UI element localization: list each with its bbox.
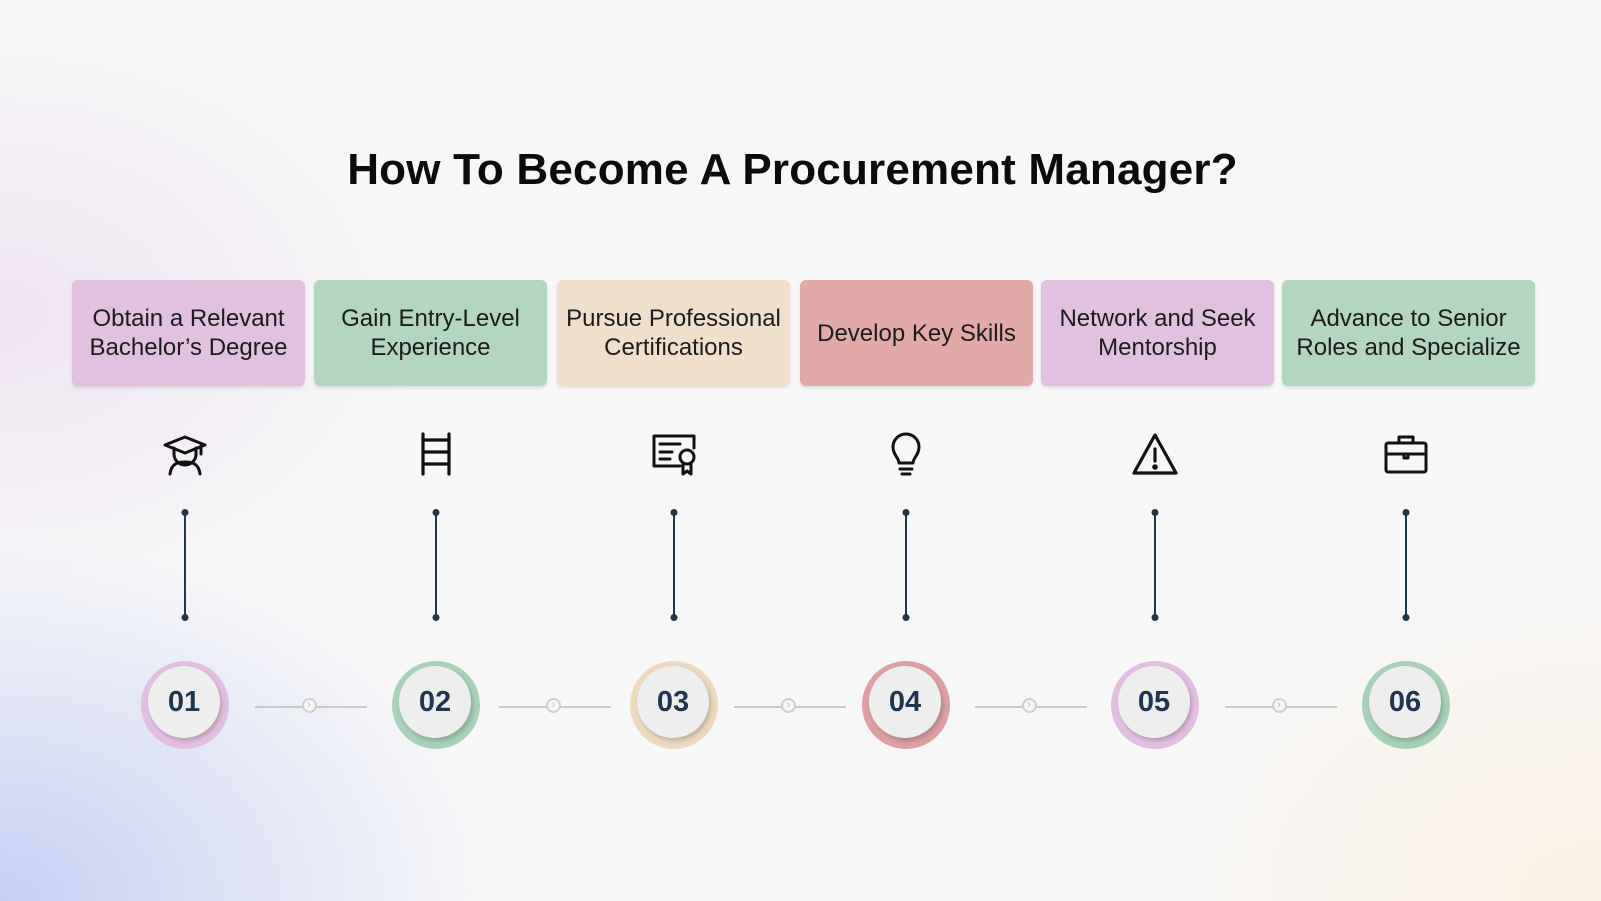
step-4-label: Develop Key Skills: [817, 319, 1016, 347]
certificate-icon: [650, 430, 698, 478]
step-2-line-bottom-dot: [432, 614, 440, 621]
step-4-number-badge: 04: [862, 661, 950, 749]
chevron-right-icon: ›: [1021, 698, 1037, 713]
step-4-line-bottom-dot: [902, 614, 910, 621]
step-5-number-badge: 05: [1111, 661, 1199, 749]
step-3-label-box: Pursue Professional Certifications: [557, 280, 790, 386]
step-5-line-top-dot: [1151, 509, 1159, 516]
chevron-right-icon: ›: [301, 698, 317, 713]
step-5-line-bottom-dot: [1151, 614, 1159, 621]
step-5-label: Network and Seek Mentorship: [1059, 305, 1256, 361]
page-title: How To Become A Procurement Manager?: [347, 145, 1238, 194]
step-6-connector-line: [1405, 510, 1407, 618]
step-2-label: Gain Entry-Level Experience: [341, 305, 520, 361]
step-2-connector-line: [435, 510, 437, 618]
ladder-icon: [412, 430, 460, 478]
briefcase-icon: [1382, 430, 1430, 478]
warning-icon: [1131, 430, 1179, 478]
step-1-number: 01: [148, 666, 220, 738]
step-2-to-3-connector: ›: [499, 698, 611, 713]
graduate-icon: [161, 430, 209, 478]
step-3-line-bottom-dot: [670, 614, 678, 621]
step-1-to-2-connector: ›: [254, 698, 367, 713]
step-3-label: Pursue Professional Certifications: [566, 305, 781, 361]
step-4-connector-line: [905, 510, 907, 618]
step-1-number-badge: 01: [141, 661, 229, 749]
step-1-label-box: Obtain a Relevant Bachelor’s Degree: [72, 280, 305, 386]
step-1-line-top-dot: [181, 509, 189, 516]
chevron-right-icon: ›: [1271, 698, 1287, 713]
step-6-label-box: Advance to Senior Roles and Specialize: [1282, 280, 1535, 386]
step-3-number: 03: [637, 666, 709, 738]
step-2-line-top-dot: [432, 509, 440, 516]
step-3-connector-line: [673, 510, 675, 618]
step-3-to-4-connector: ›: [734, 698, 846, 713]
chevron-right-icon: ›: [781, 698, 796, 713]
step-4-line-top-dot: [902, 509, 910, 516]
step-3-line-top-dot: [670, 509, 678, 516]
step-5-to-6-connector: ›: [1224, 698, 1337, 713]
step-2-number: 02: [399, 666, 471, 738]
step-6-label: Advance to Senior Roles and Specialize: [1296, 305, 1521, 361]
chevron-right-icon: ›: [546, 698, 561, 713]
step-6-number-badge: 06: [1362, 661, 1450, 749]
step-4-to-5-connector: ›: [974, 698, 1087, 713]
step-5-connector-line: [1154, 510, 1156, 618]
step-5-label-box: Network and Seek Mentorship: [1041, 280, 1274, 386]
step-6-number: 06: [1369, 666, 1441, 738]
step-1-connector-line: [184, 510, 186, 618]
step-6-line-bottom-dot: [1402, 614, 1410, 621]
step-3-number-badge: 03: [630, 661, 718, 749]
lightbulb-icon: [882, 430, 930, 478]
step-4-number: 04: [869, 666, 941, 738]
step-5-number: 05: [1118, 666, 1190, 738]
step-2-number-badge: 02: [392, 661, 480, 749]
step-1-line-bottom-dot: [181, 614, 189, 621]
step-4-label-box: Develop Key Skills: [800, 280, 1033, 386]
step-2-label-box: Gain Entry-Level Experience: [314, 280, 547, 386]
step-1-label: Obtain a Relevant Bachelor’s Degree: [89, 305, 288, 361]
step-6-line-top-dot: [1402, 509, 1410, 516]
